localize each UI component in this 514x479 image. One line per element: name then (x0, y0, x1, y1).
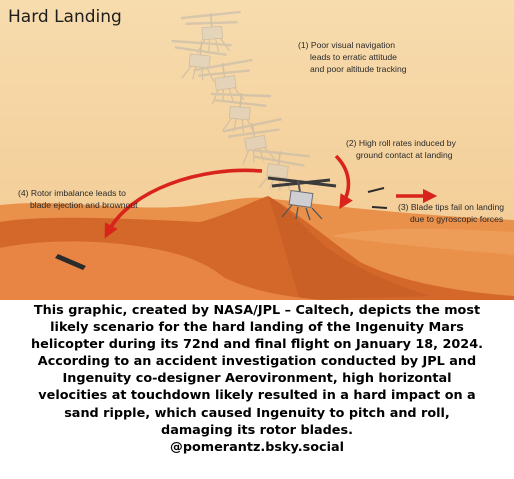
caption-line: According to an accident investigation c… (37, 354, 477, 370)
annotation-blade-tips: (3) Blade tips fail on landing due to gy… (398, 202, 506, 224)
brownout-arrow (104, 168, 263, 239)
diagram-title: Hard Landing (8, 7, 122, 27)
caption-line: helicopter during its 72nd and final fli… (31, 337, 483, 353)
caption-line: sand ripple, which caused Ingenuity to p… (64, 405, 450, 421)
caption: This graphic, created by NASA/JPL – Calt… (6, 302, 508, 456)
ejected-blade (55, 254, 86, 270)
caption-line: likely scenario for the hard landing of … (50, 320, 464, 336)
caption-line: damaging its rotor blades. (161, 422, 353, 438)
annotation-roll-rates: (2) High roll rates induced by ground co… (346, 138, 458, 160)
blade-fragment (367, 187, 385, 193)
caption-line: Ingenuity co-designer Aerovironment, hig… (62, 371, 452, 387)
hard-landing-diagram: Hard Landing (1) Poor visual navigation … (0, 0, 514, 300)
caption-line: velocities at touchdown likely resulted … (38, 388, 476, 404)
roll-arrow (334, 154, 353, 210)
caption-handle: @pomerantz.bsky.social (170, 439, 344, 455)
annotation-visual-navigation: (1) Poor visual navigation leads to erra… (298, 40, 407, 74)
foreground-dune (0, 241, 320, 300)
blade-fragment (371, 206, 388, 209)
ingenuity-helicopter (267, 176, 337, 221)
right-dune (330, 228, 514, 255)
annotation-rotor-imbalance: (4) Rotor imbalance leads to blade eject… (18, 188, 138, 210)
caption-line: This graphic, created by NASA/JPL – Calt… (33, 303, 481, 318)
ripple-shadow (268, 196, 430, 300)
